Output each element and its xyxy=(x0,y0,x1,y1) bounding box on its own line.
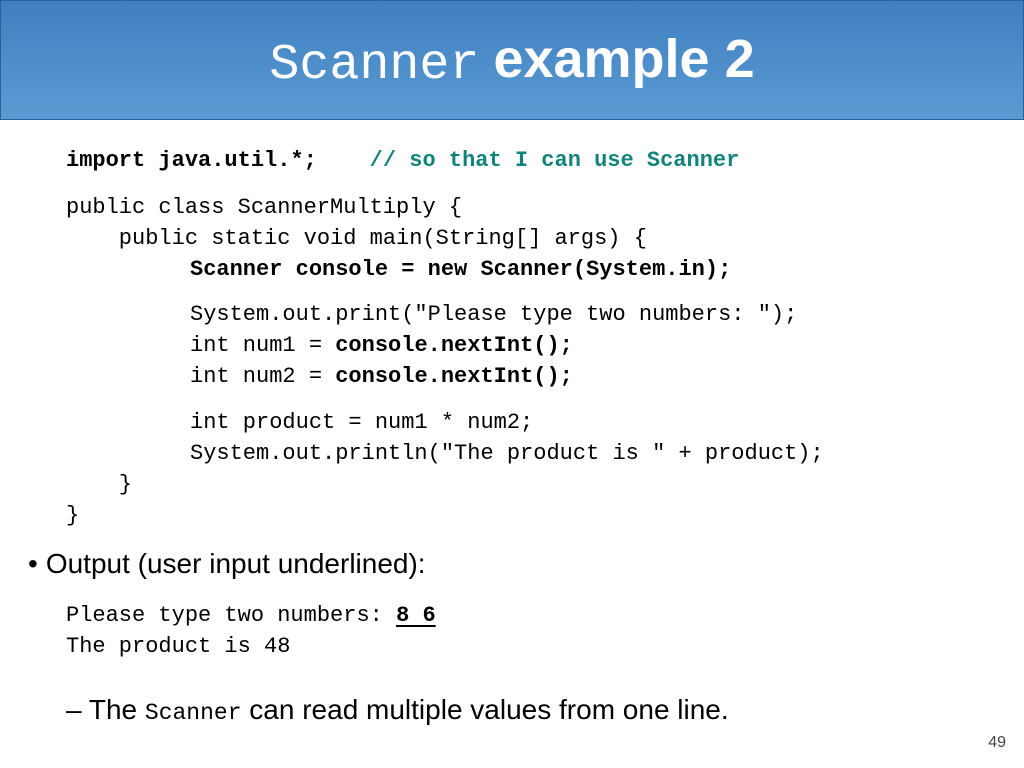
code-class-block: public class ScannerMultiply { public st… xyxy=(66,192,731,285)
import-statement: import java.util.*; xyxy=(66,148,317,173)
slide-title: Scanner example 2 xyxy=(0,0,1024,118)
num2-prefix: int num2 = xyxy=(190,364,336,389)
close-method-brace: } xyxy=(66,472,133,497)
note-pre: The xyxy=(88,694,145,725)
output-line-2: The product is 48 xyxy=(66,634,291,659)
main-declaration: public static void main(String[] args) { xyxy=(66,226,647,251)
num1-call: console.nextInt(); xyxy=(335,333,573,358)
output-prompt: Please type two numbers: xyxy=(66,603,397,628)
class-declaration: public class ScannerMultiply { xyxy=(66,195,463,220)
product-line: int product = num1 * num2; xyxy=(190,410,534,435)
close-class-brace: } xyxy=(66,503,80,528)
title-code-word: Scanner xyxy=(269,36,480,94)
num1-line: int num1 = console.nextInt(); xyxy=(190,330,797,361)
title-bar xyxy=(0,0,1024,120)
note-post: can read multiple values from one line. xyxy=(241,694,729,725)
print-prompt-line: System.out.print("Please type two number… xyxy=(190,302,798,327)
num1-prefix: int num1 = xyxy=(190,333,336,358)
output-bullet: •Output (user input underlined): xyxy=(28,548,426,580)
num2-call: console.nextInt(); xyxy=(335,364,573,389)
output-line-1: Please type two numbers: 8 6 xyxy=(66,600,436,631)
note-dash: – xyxy=(66,694,82,725)
output-user-input: 8 6 xyxy=(396,603,436,628)
code-product-block: int product = num1 * num2; System.out.pri… xyxy=(190,407,824,469)
note-sub-bullet: – The Scanner can read multiple values f… xyxy=(66,694,729,726)
code-input-block: System.out.print("Please type two number… xyxy=(190,299,797,392)
title-text: example 2 xyxy=(493,29,755,89)
program-output: Please type two numbers: 8 6 The product … xyxy=(66,600,436,662)
import-comment: // so that I can use Scanner xyxy=(369,148,740,173)
bullet-text: Output (user input underlined): xyxy=(45,548,426,579)
print-result-line: System.out.println("The product is " + p… xyxy=(190,441,824,466)
code-import-line: import java.util.*; // so that I can use… xyxy=(66,145,739,176)
code-closing-braces: }} xyxy=(66,469,132,531)
num2-line: int num2 = console.nextInt(); xyxy=(190,361,797,392)
page-number: 49 xyxy=(988,734,1006,751)
scanner-declaration: Scanner console = new Scanner(System.in)… xyxy=(190,257,732,282)
bullet-dot: • xyxy=(28,548,38,579)
note-code-word: Scanner xyxy=(144,700,242,726)
